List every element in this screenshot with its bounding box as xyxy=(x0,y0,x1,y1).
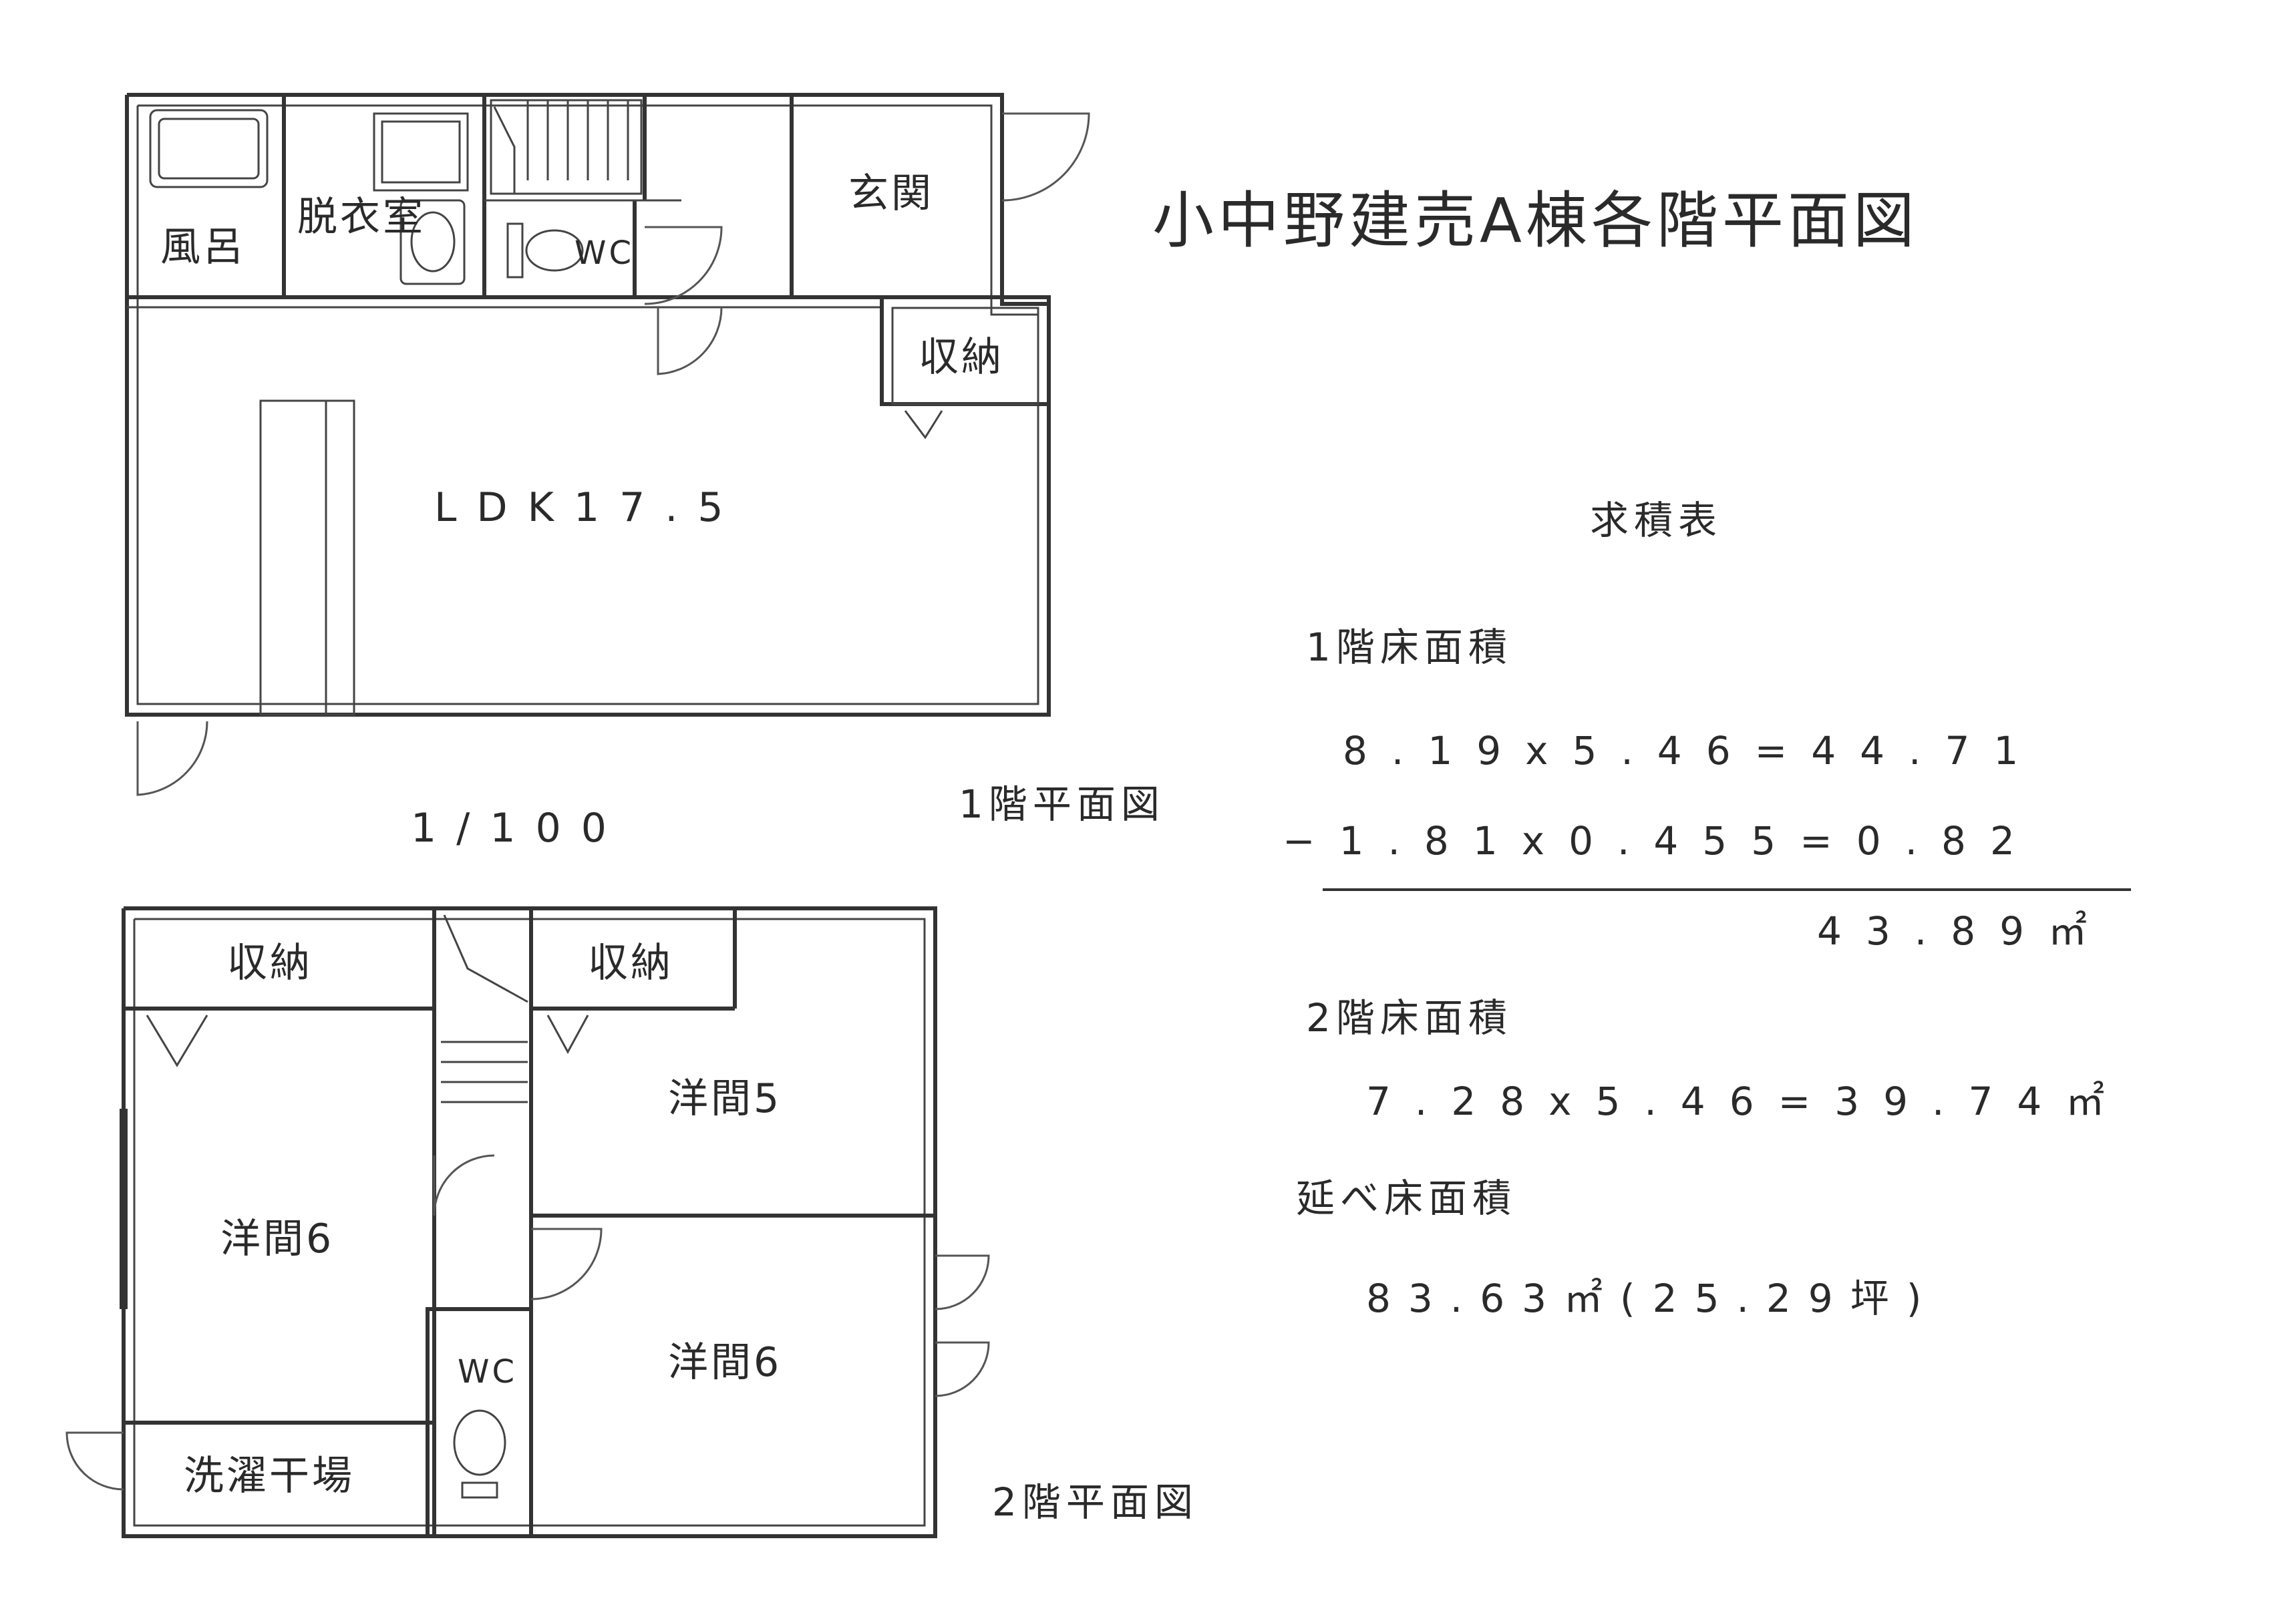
total-area-value: 83.63㎡(25.29坪) xyxy=(1366,1276,1939,1321)
floor1-stairs xyxy=(490,99,643,195)
floor2-caption: 2階平面図 xyxy=(992,1479,1198,1525)
room-western6-left: 洋間6 xyxy=(220,1216,335,1262)
entrance-door xyxy=(1001,112,1090,202)
kitchen-counter xyxy=(259,399,355,716)
bathtub xyxy=(149,109,269,188)
total-area-label: 延べ床面積 xyxy=(1296,1176,1517,1221)
washer-inner xyxy=(381,120,461,184)
sink xyxy=(399,199,466,285)
floor1-area-line1: 8.19x5.46=44.71 xyxy=(1343,728,2043,773)
floor1-plan xyxy=(125,93,1090,796)
floor2-area-line: 7.28x5.46=39.74㎡ xyxy=(1366,1079,2129,1124)
laundry-door xyxy=(65,1431,124,1491)
floor2-outer-wall xyxy=(122,906,937,1538)
floor1-area-label: 1階床面積 xyxy=(1306,624,1512,670)
floor1-area-total: 43.89㎡ xyxy=(1817,908,2112,954)
back-door-1f xyxy=(136,721,208,796)
wc-door-1f xyxy=(644,226,723,305)
toilet-bowl xyxy=(525,229,584,272)
room-ldk: LDK17.5 xyxy=(434,484,744,531)
floor2-stairs xyxy=(441,914,528,1103)
room-wc-2f: WC xyxy=(458,1353,517,1391)
room-entrance: 玄関 xyxy=(848,170,934,217)
floor1-area-line2: −1.81x0.455=0.82 xyxy=(1283,818,2039,864)
room-wc-1f: WC xyxy=(575,234,634,272)
floor2-wc-room xyxy=(426,1307,533,1538)
bathtub-inner xyxy=(158,118,260,180)
sink-bowl xyxy=(410,211,456,273)
room-storage-2f-right: 収納 xyxy=(588,940,673,987)
toilet-2f xyxy=(453,1409,506,1476)
closet-fold-door-2f-right xyxy=(546,1015,589,1055)
toilet-tank xyxy=(506,222,524,279)
room-storage-1f: 収納 xyxy=(919,334,1004,381)
area-table-heading: 求積表 xyxy=(1590,498,1723,543)
door-2f-western6-right xyxy=(530,1228,603,1300)
closet-fold-door-2f-left xyxy=(146,1015,208,1067)
floor2-area-label: 2階床面積 xyxy=(1306,995,1512,1041)
floor2-inner-wall-line xyxy=(133,918,926,1527)
door-2f-balcony-1 xyxy=(935,1254,990,1310)
scale-label: 1/100 xyxy=(411,805,627,852)
washer xyxy=(373,112,469,192)
closet-fold-door xyxy=(904,410,943,439)
room-dressing: 脱衣室 xyxy=(297,194,426,240)
area-sum-rule xyxy=(1323,888,2131,891)
ldk-door-1f xyxy=(657,307,723,375)
room-western6-right: 洋間6 xyxy=(668,1339,782,1386)
room-laundry: 洗濯干場 xyxy=(184,1453,355,1499)
door-2f-balcony-2 xyxy=(935,1341,990,1397)
door-2f-western6 xyxy=(433,1154,495,1216)
room-western5: 洋間5 xyxy=(668,1075,782,1122)
floor1-caption: 1階平面図 xyxy=(959,781,1165,827)
page-title: 小中野建売A棟各階平面図 xyxy=(1152,185,1919,256)
floor2-plan xyxy=(65,906,990,1538)
room-bath: 風呂 xyxy=(160,224,246,271)
room-storage-2f-left: 収納 xyxy=(227,940,313,987)
